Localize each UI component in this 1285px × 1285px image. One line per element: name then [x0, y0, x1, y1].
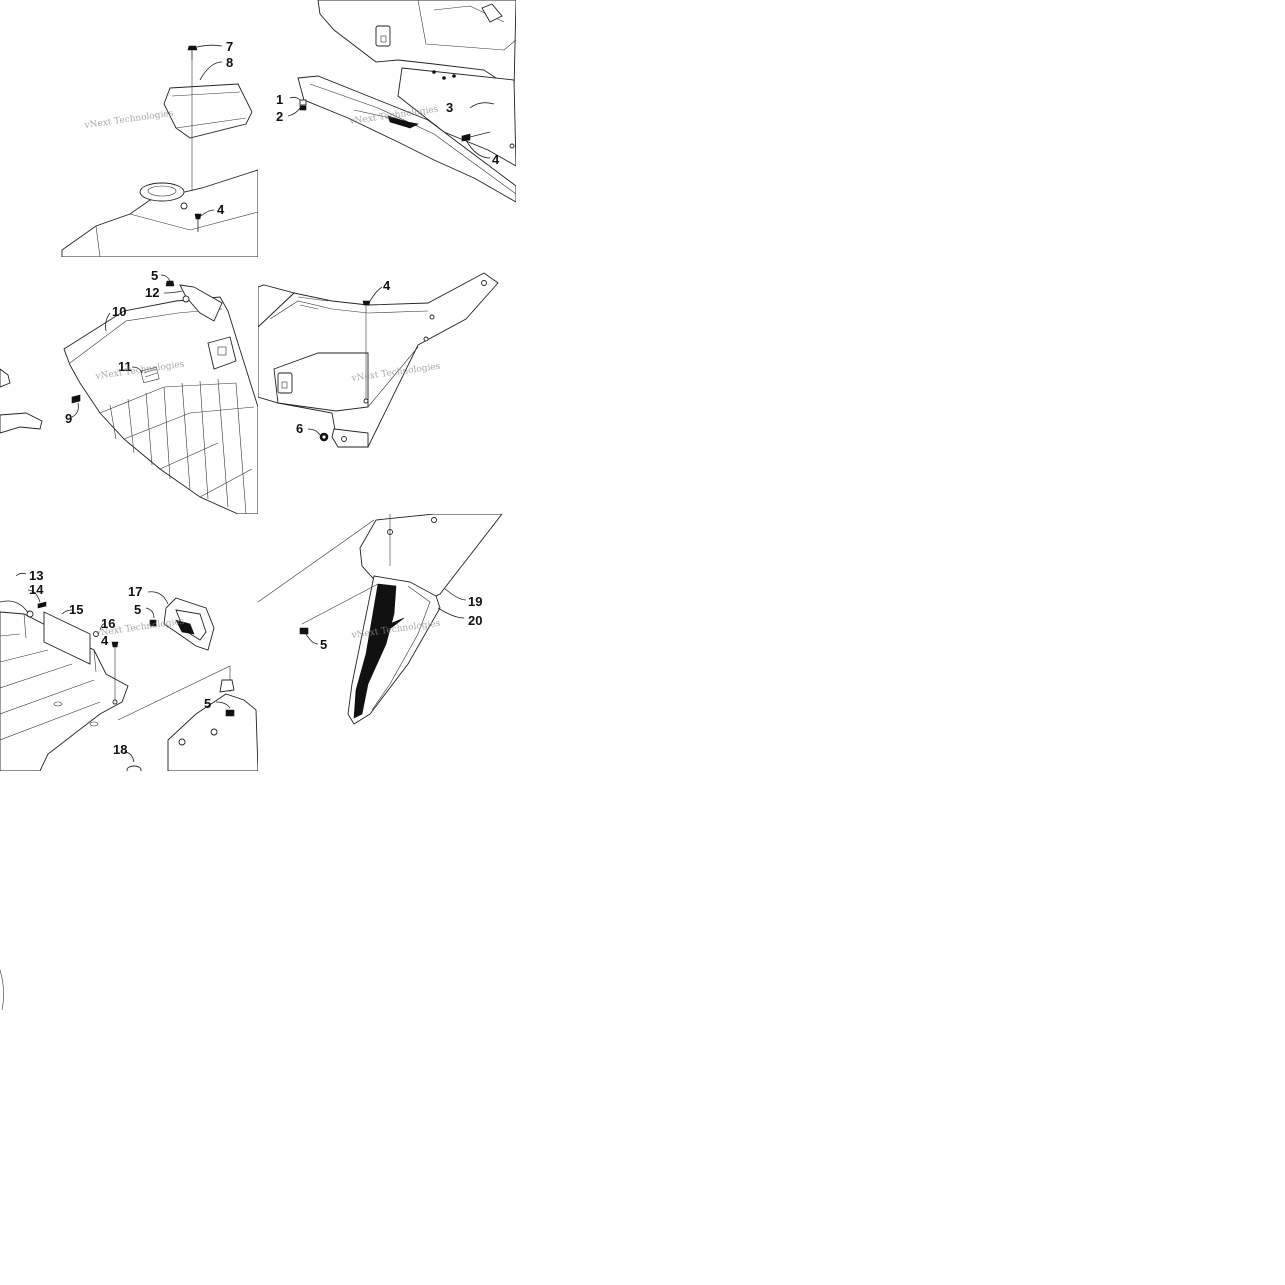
tile-top-right-drawing: 1 2 3 4 vNext Technologies — [276, 0, 516, 203]
callout-4: 4 — [101, 633, 109, 648]
callout-18: 18 — [113, 742, 127, 757]
tile-bottom-right-drawing: 19 20 5 vNext Technologies — [258, 514, 503, 725]
callout-5: 5 — [204, 696, 211, 711]
callout-4: 4 — [383, 278, 391, 293]
tile-middle-left-drawing: 5 12 10 11 9 vNext Technologies — [0, 268, 258, 514]
callout-2: 2 — [276, 109, 283, 124]
callout-8: 8 — [226, 55, 233, 70]
diagram-tile-bottom-right: 19 20 5 vNext Technologies — [258, 514, 516, 771]
housing-part — [317, 0, 516, 91]
callout-20: 20 — [468, 613, 482, 628]
callout-3: 3 — [446, 100, 453, 115]
callout-4: 4 — [492, 152, 500, 167]
callout-4: 4 — [217, 202, 225, 217]
callout-19: 19 — [468, 594, 482, 609]
trim-strip-part — [297, 75, 516, 203]
diagram-tile-top-left: 7 8 4 vNext Technologies — [0, 0, 258, 257]
decal-part — [353, 583, 397, 719]
screw-part — [187, 45, 198, 51]
callout-1: 1 — [276, 92, 283, 107]
callout-7: 7 — [226, 39, 233, 54]
callout-10: 10 — [112, 304, 126, 319]
svg-text:vNext Technologies: vNext Technologies — [83, 109, 174, 132]
callout-5: 5 — [151, 268, 158, 283]
tile-bottom-left-drawing: 15 13 14 17 5 16 4 5 — [0, 568, 258, 771]
callout-17: 17 — [128, 584, 142, 599]
watermark: vNext Technologies — [83, 109, 174, 132]
callout-9: 9 — [65, 411, 72, 426]
lid-part — [163, 83, 253, 139]
diagram-tile-middle-right: 4 6 vNext Technologies — [258, 257, 516, 514]
storage-body-part — [61, 169, 258, 257]
callout-5: 5 — [320, 637, 327, 652]
edge-fragment — [0, 969, 4, 1011]
callout-12: 12 — [145, 285, 159, 300]
housing-panel-part — [258, 272, 499, 448]
diagram-tile-bottom-left: 15 13 14 17 5 16 4 5 — [0, 514, 258, 771]
decal-outline-part — [347, 575, 441, 725]
callout-16: 16 — [101, 616, 115, 631]
diagram-tile-top-right: 1 2 3 4 vNext Technologies — [258, 0, 516, 257]
callout-11: 11 — [118, 359, 132, 374]
callout-14: 14 — [29, 582, 44, 597]
callout-5: 5 — [134, 602, 141, 617]
tile-top-left-drawing: 7 8 4 vNext Technologies — [61, 39, 258, 257]
callout-15: 15 — [69, 602, 83, 617]
diagram-tile-middle-left: 5 12 10 11 9 vNext Technologies — [0, 257, 258, 514]
callout-13: 13 — [29, 568, 43, 583]
tile-middle-right-drawing: 4 6 vNext Technologies — [258, 272, 499, 448]
callout-6: 6 — [296, 421, 303, 436]
